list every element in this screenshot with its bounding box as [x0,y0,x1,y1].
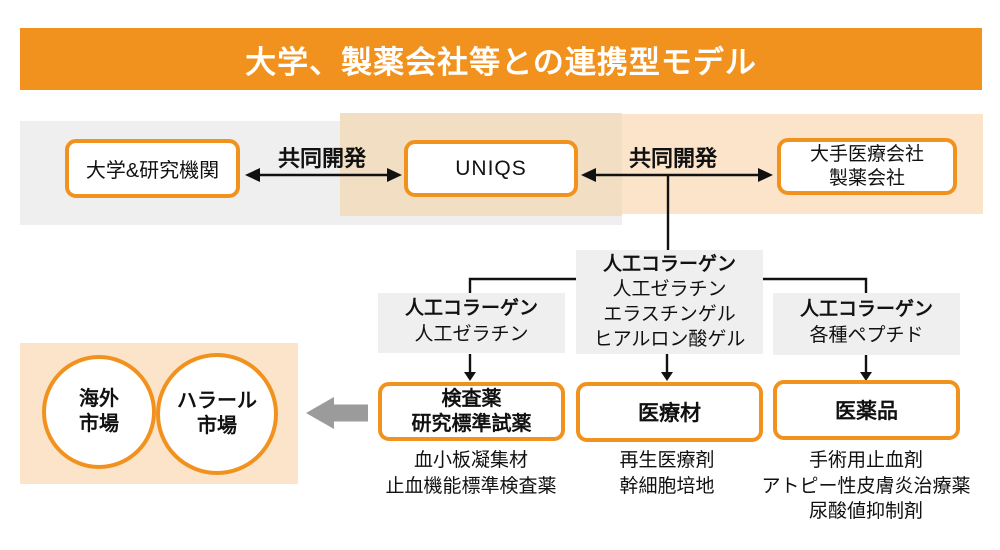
title-banner: 大学、製薬会社等との連携型モデル [20,28,982,90]
node-university: 大学&研究機関 [65,139,240,198]
node-uniqs: UNIQS [404,140,578,197]
materials-center-line1: 人工コラーゲン [602,254,736,275]
branch-right-line [763,277,868,293]
page-title: 大学、製薬会社等との連携型モデル [245,44,757,80]
co-dev-label-left: 共同開発 [277,146,366,171]
down-arrow-left-icon [464,354,476,381]
materials-right-line1: 人工コラーゲン [799,299,933,320]
list-item: 尿酸値抑制剤 [808,501,923,522]
list-item: 幹細胞培地 [619,475,715,497]
node-pharmaceuticals-label: 医薬品 [835,400,898,423]
materials-center-line3: エラスチンゲル [603,304,736,325]
market-halal-line1: ハラール [177,390,257,412]
materials-center: 人工コラーゲン 人工ゼラチン エラスチンゲル ヒアルロン酸ゲル [576,250,763,354]
materials-center-line4: ヒアルロン酸ゲル [593,329,746,350]
node-medical-company-line2: 製薬会社 [828,167,905,189]
market-halal: ハラール 市場 [156,353,278,475]
list-item: 血小板凝集材 [413,450,528,471]
to-market-arrow-icon [306,397,368,429]
down-arrow-right-icon [860,354,872,381]
list-medical-materials: 再生医療剤 幹細胞培地 [527,448,807,499]
node-test-reagents-line2: 研究標準試薬 [411,412,532,435]
list-item: 止血機能標準検査薬 [385,475,557,497]
materials-left-line2: 人工ゼラチン [414,324,529,345]
node-medical-company: 大手医療会社 製薬会社 [777,138,957,195]
node-medical-materials: 医療材 [576,382,763,442]
node-pharmaceuticals: 医薬品 [773,380,960,440]
market-halal-line2: 市場 [197,415,237,437]
materials-left: 人工コラーゲン 人工ゼラチン [378,293,565,353]
materials-right: 人工コラーゲン 各種ペプチド [773,293,960,355]
materials-center-line2: 人工ゼラチン [612,279,727,300]
node-test-reagents: 検査薬 研究標準試薬 [378,382,565,441]
node-test-reagents-line1: 検査薬 [441,387,502,410]
node-university-label: 大学&研究機関 [85,160,220,182]
list-item: アトピー性皮膚炎治療薬 [761,475,971,497]
list-test-reagents: 血小板凝集材 止血機能標準検査薬 [331,448,611,499]
list-pharmaceuticals: 手術用止血剤 アトピー性皮膚炎治療薬 尿酸値抑制剤 [726,448,1000,525]
market-overseas-line2: 市場 [79,413,119,435]
node-uniqs-label: UNIQS [455,156,527,180]
list-item: 再生医療剤 [619,450,715,471]
node-medical-materials-label: 医療材 [638,402,701,425]
market-overseas: 海外 市場 [42,355,156,469]
list-item: 手術用止血剤 [808,450,923,471]
materials-left-line1: 人工コラーゲン [404,298,538,319]
down-arrow-center-icon [661,354,673,381]
branch-left-line [468,277,576,293]
materials-right-line2: 各種ペプチド [809,325,924,346]
market-overseas-line1: 海外 [79,388,119,410]
co-dev-label-right: 共同開発 [628,146,717,171]
node-medical-company-line1: 大手医療会社 [809,143,924,165]
